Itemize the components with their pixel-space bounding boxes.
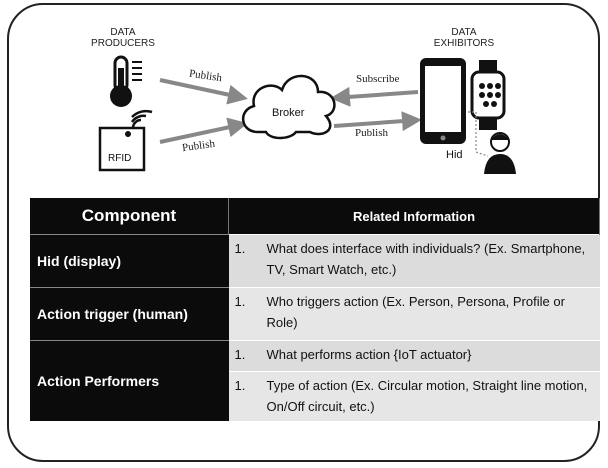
header-component: Component: [30, 198, 229, 235]
subscribe-label: Subscribe: [356, 73, 400, 85]
item-text: Who triggers action (Ex. Person, Persona…: [266, 294, 565, 330]
item-text: What performs action {IoT actuator}: [266, 347, 472, 362]
thermometer-icon: [110, 55, 142, 107]
info-cell: 1. What does interface with individuals? …: [228, 234, 600, 288]
hid-label: Hid: [446, 149, 463, 161]
publish-label-right: Publish: [355, 127, 389, 139]
architecture-diagram: DATA PRODUCERS DATA EXHIBITORS Publish P…: [0, 0, 608, 190]
component-table: Component Related Information Hid (displ…: [30, 198, 600, 421]
component-cell: Action trigger (human): [30, 287, 229, 341]
component-cell: Hid (display): [30, 234, 229, 288]
item-text: Type of action (Ex. Circular motion, Str…: [266, 378, 588, 414]
person-icon: [484, 132, 516, 174]
item-text: What does interface with individuals? (E…: [266, 241, 586, 277]
info-cell: 1. What performs action {IoT actuator}: [228, 340, 600, 372]
broker-label: Broker: [272, 107, 305, 119]
arrow-publish-top: [159, 78, 248, 105]
smartwatch-icon: [470, 60, 506, 130]
table-row: Action trigger (human) 1. Who triggers ac…: [30, 287, 600, 341]
item-number: 1.: [234, 294, 246, 309]
info-cell: 1. Type of action (Ex. Circular motion, S…: [228, 371, 600, 421]
arrow-subscribe: [330, 86, 419, 107]
diagram-graphics: [98, 55, 516, 174]
item-number: 1.: [234, 347, 246, 362]
header-related-information: Related Information: [228, 198, 600, 235]
smartphone-icon: [420, 58, 466, 144]
rfid-icon: [98, 109, 153, 172]
arrow-publish-right: [333, 111, 422, 132]
data-producers-title: DATA PRODUCERS: [91, 27, 155, 49]
table-row: Hid (display) 1. What does interface with…: [30, 234, 600, 288]
table-row: Action Performers 1. What performs action…: [30, 340, 600, 421]
data-exhibitors-title: DATA EXHIBITORS: [433, 27, 495, 49]
component-cell: Action Performers: [30, 340, 229, 421]
arrow-publish-bottom: [159, 117, 248, 144]
table-row: 1. Type of action (Ex. Circular motion, S…: [30, 371, 600, 421]
info-cell: 1. Who triggers action (Ex. Person, Perso…: [228, 287, 600, 341]
rfid-label: RFID: [108, 153, 132, 164]
cloud-icon: [242, 74, 336, 140]
item-number: 1.: [234, 241, 246, 256]
dashed-connector: [468, 111, 489, 157]
item-number: 1.: [234, 378, 246, 393]
